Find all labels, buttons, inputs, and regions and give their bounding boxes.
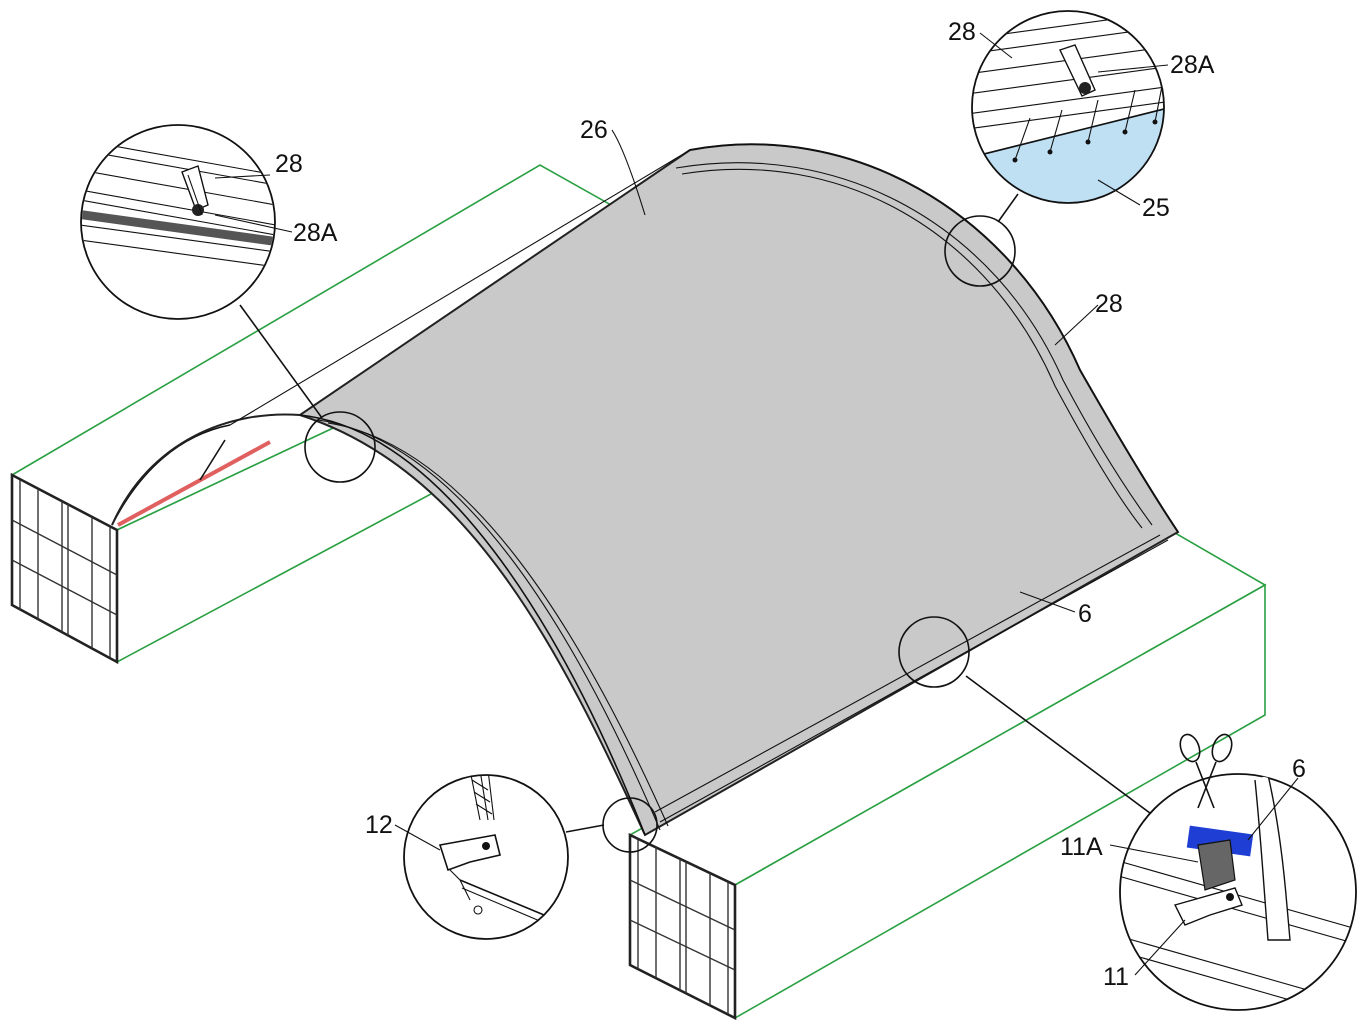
back-truss-brace <box>199 439 226 481</box>
label-bracket-12: 12 <box>365 811 393 839</box>
detail-view-top-left <box>80 124 276 320</box>
leader-top-left <box>239 304 323 419</box>
left-door-grid <box>11 480 118 658</box>
back-arch-frame-1 <box>675 162 1153 526</box>
label-top-left-clip: 28A <box>293 219 338 247</box>
front-arch-frame-2 <box>327 422 669 827</box>
leader-top-right <box>997 193 1019 223</box>
label-roof-cover: 26 <box>580 116 608 144</box>
label-top-right-clip: 28A <box>1170 51 1215 79</box>
part-labels: 26 28 28A 28 28A 25 28 6 12 6 11A 11 <box>275 18 1306 991</box>
label-bracket-11: 11 <box>1103 963 1129 991</box>
detail-view-bottom-left <box>403 774 569 940</box>
front-arch-frame-1 <box>317 419 661 831</box>
detail-marker-edge-rail <box>898 616 970 688</box>
label-leaders <box>214 32 1299 976</box>
label-insulation: 25 <box>1142 194 1170 222</box>
label-side-frame: 28 <box>1095 290 1123 318</box>
detail-view-bottom-right <box>1119 733 1357 1011</box>
label-clip-11a: 11A <box>1060 833 1103 861</box>
front-arch-edge <box>299 414 646 836</box>
detail-view-top-right <box>971 10 1165 204</box>
detail-marker-back-arch <box>944 215 1016 287</box>
edge-rail-line-1 <box>654 534 1161 813</box>
label-top-right-frame: 28 <box>948 18 976 46</box>
detail-marker-front-arch <box>304 411 376 483</box>
arched-roof <box>111 143 1180 837</box>
scissors-icon <box>1179 733 1233 809</box>
back-arch-frame-2 <box>681 168 1143 529</box>
leader-bottom-right <box>965 675 1163 823</box>
label-top-left-frame: 28 <box>275 150 303 178</box>
label-edge-rail: 6 <box>1078 600 1092 628</box>
leader-bottom-left <box>565 824 605 833</box>
ridge-line <box>229 149 691 426</box>
label-detail-rail: 6 <box>1292 755 1306 783</box>
right-container <box>628 529 1267 1021</box>
right-door-grid <box>629 840 736 1014</box>
back-arch-edge <box>689 143 1179 533</box>
back-truss-tie <box>117 440 271 527</box>
